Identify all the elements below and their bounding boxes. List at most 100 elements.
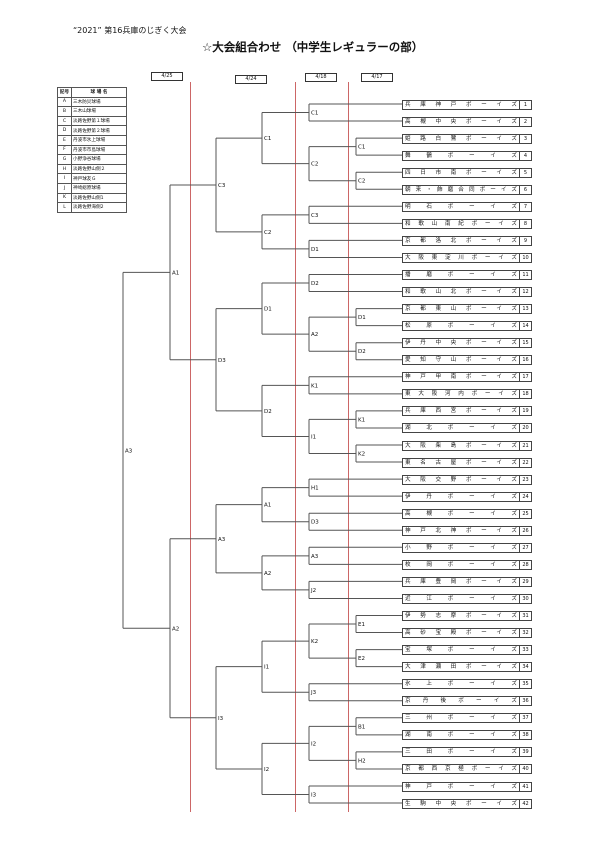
team-name: 氷上ボーイズ xyxy=(402,679,519,690)
team-number: 18 xyxy=(519,389,532,400)
match-venue-label: D3 xyxy=(311,520,319,526)
tournament-subtitle: “2021” 第16兵庫のじぎく大会 xyxy=(73,26,187,35)
match-venue-label: C3 xyxy=(311,213,319,219)
match-venue-label: D1 xyxy=(358,315,366,321)
match-venue-label: D1 xyxy=(311,247,319,253)
team-name: 愛知守山ボーイズ xyxy=(402,355,519,366)
team-number: 24 xyxy=(519,491,532,502)
team-name: 湖南ボーイズ xyxy=(402,730,519,741)
team-name: 宝塚ボーイズ xyxy=(402,645,519,656)
team-number: 19 xyxy=(519,406,532,417)
team-name: 兵庫神戸ボーイズ xyxy=(402,99,519,110)
team-name: 舞鶴ボーイズ xyxy=(402,150,519,161)
team-number: 10 xyxy=(519,252,532,263)
team-number: 13 xyxy=(519,304,532,315)
team-name: 大阪東淀川ボーイズ xyxy=(402,252,519,263)
team-name: 兵庫西宮ボーイズ xyxy=(402,406,519,417)
team-name: 四日市南ボーイズ xyxy=(402,167,519,178)
team-name: 伊勢志摩ボーイズ xyxy=(402,611,519,621)
match-venue-label: I1 xyxy=(311,434,316,440)
team-name: 大阪交野ボーイズ xyxy=(402,474,519,485)
match-venue-label: C1 xyxy=(264,136,271,142)
match-venue-label: D2 xyxy=(264,409,272,415)
team-name: 小野ボーイズ xyxy=(402,542,519,553)
team-number: 2 xyxy=(519,116,532,127)
team-name: 神戸ボーイズ xyxy=(402,781,519,792)
team-name: 東大阪河内ボーイズ xyxy=(402,389,519,400)
venue-name: 淡路佐野海側2 xyxy=(71,202,127,213)
team-number: 33 xyxy=(519,645,532,656)
team-number: 25 xyxy=(519,508,532,519)
team-number: 5 xyxy=(519,167,532,178)
date-label-round-4-24: 4/24 xyxy=(235,75,267,84)
team-number: 32 xyxy=(519,628,532,639)
team-name: 和歌山北ボーイズ xyxy=(402,287,519,298)
team-number: 39 xyxy=(519,747,532,758)
match-venue-label: A2 xyxy=(172,626,179,632)
team-number: 41 xyxy=(519,781,532,792)
team-name: 伊丹中央ボーイズ xyxy=(402,338,519,349)
match-venue-label: D2 xyxy=(311,281,319,287)
team-name: 三州ボーイズ xyxy=(402,713,519,724)
match-venue-label: I1 xyxy=(264,665,269,671)
match-venue-label: K1 xyxy=(358,417,365,423)
match-venue-label: C1 xyxy=(311,111,318,117)
round-divider-line xyxy=(190,82,191,812)
team-name: 朝来・飾磨合同ボーイズ xyxy=(402,184,519,195)
match-venue-label: I2 xyxy=(264,767,269,773)
round-divider-line xyxy=(295,82,296,812)
team-number: 15 xyxy=(519,338,532,349)
match-venue-label: H1 xyxy=(311,486,319,492)
match-venue-label: D2 xyxy=(358,349,366,355)
match-venue-label: C2 xyxy=(358,179,365,185)
team-number: 30 xyxy=(519,593,532,604)
team-name: 播磨ボーイズ xyxy=(402,270,519,280)
team-name: 京都洛北ボーイズ xyxy=(402,235,519,246)
match-venue-label: A1 xyxy=(172,270,179,276)
team-number: 34 xyxy=(519,662,532,673)
match-venue-label: I3 xyxy=(311,793,317,799)
round-divider-line xyxy=(348,82,349,812)
match-venue-label: D1 xyxy=(264,307,272,313)
date-label-round-final: 4/25 xyxy=(151,72,183,81)
team-number: 28 xyxy=(519,559,532,570)
team-number: 17 xyxy=(519,372,532,383)
team-name: 京丹後ボーイズ xyxy=(402,696,519,707)
match-venue-label: A3 xyxy=(311,554,319,560)
team-name: 大津瀬田ボーイズ xyxy=(402,662,519,673)
team-name: 京都東山ボーイズ xyxy=(402,304,519,315)
team-number: 6 xyxy=(519,184,532,195)
team-name: 和歌山南紀ボーイズ xyxy=(402,218,519,229)
team-name: 三田ボーイズ xyxy=(402,747,519,758)
match-venue-label: E2 xyxy=(358,656,365,662)
team-number: 11 xyxy=(519,270,532,280)
team-name: 京都西京極ボーイズ xyxy=(402,764,519,775)
team-name: 神戸北神ボーイズ xyxy=(402,525,519,536)
match-venue-label: C3 xyxy=(218,183,226,189)
team-name: 高槻ボーイズ xyxy=(402,508,519,519)
team-number: 7 xyxy=(519,201,532,212)
